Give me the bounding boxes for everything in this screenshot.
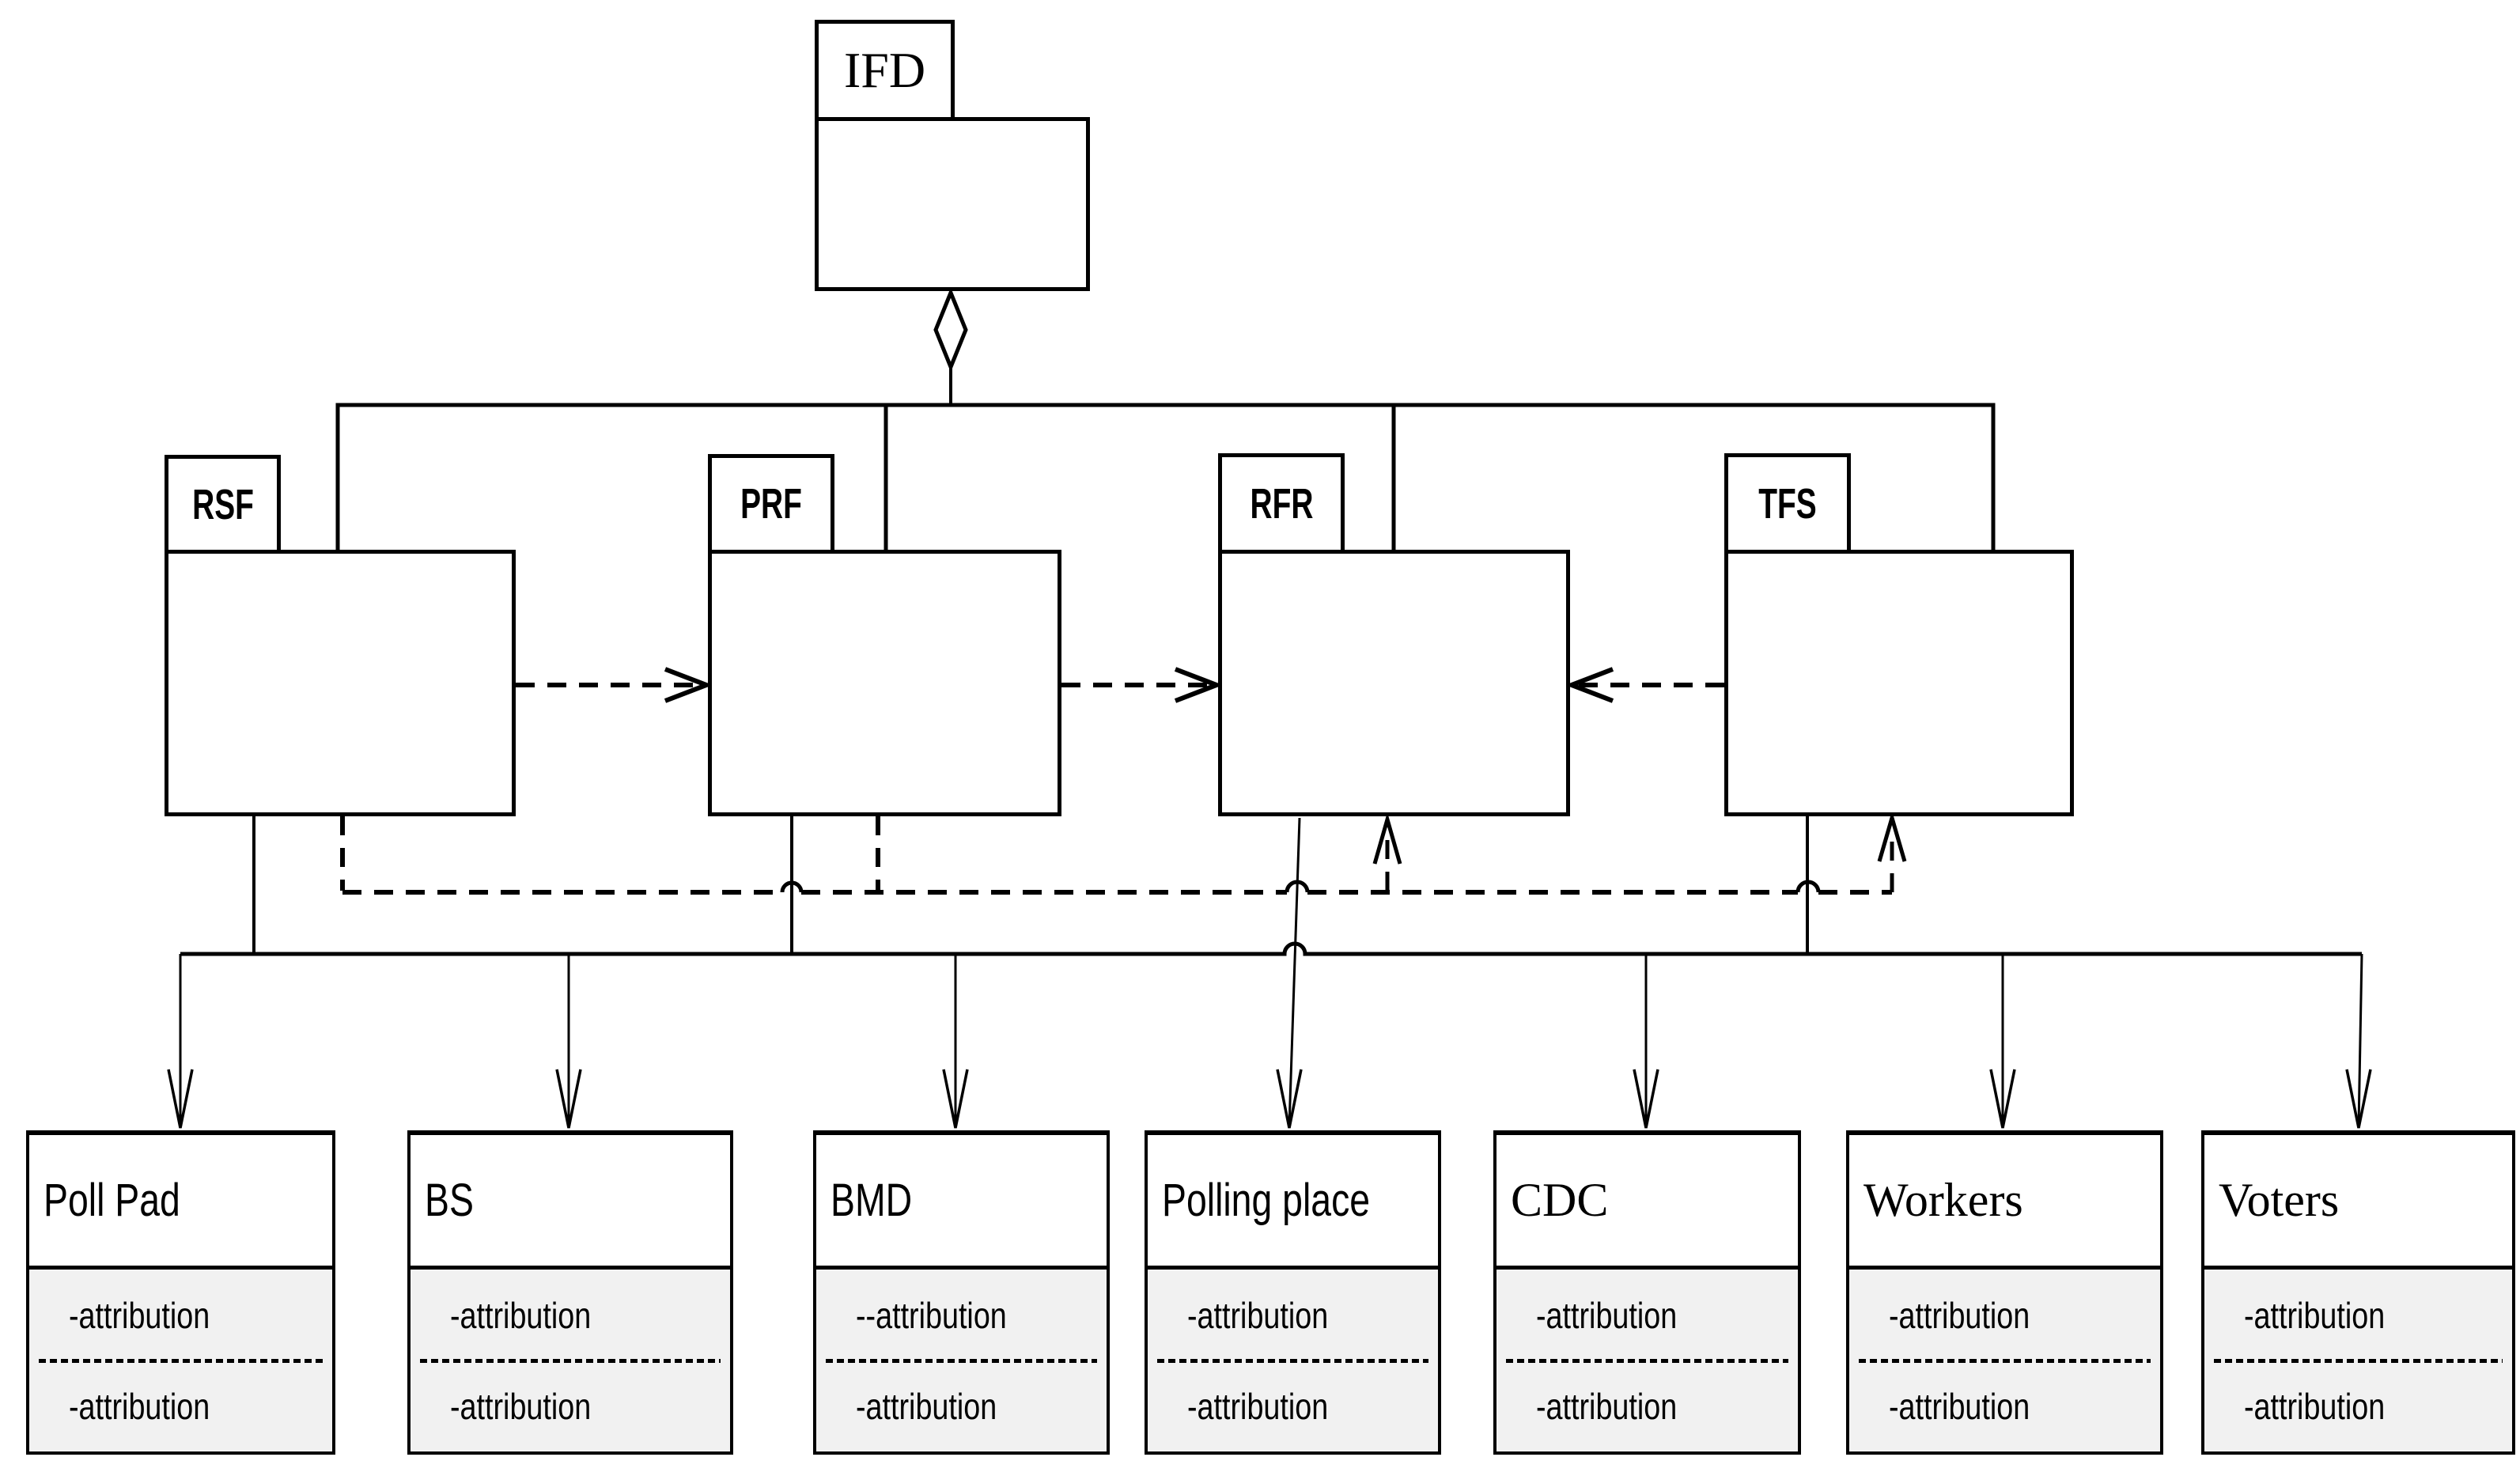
- package-rfr-body: [1218, 550, 1570, 816]
- attribute-row: -attribution: [1536, 1385, 1678, 1427]
- attribute-row: -attribution: [2244, 1385, 2386, 1427]
- package-rsf-body: [165, 550, 516, 816]
- attribute-row: -attribution: [1536, 1294, 1678, 1336]
- package-rsf-tab: RSF: [165, 455, 281, 550]
- package-rsf-label: RSF: [191, 480, 254, 528]
- class-voters: Voters -attribution -attribution: [2201, 1130, 2515, 1455]
- class-bmd-title: BMD: [816, 1135, 1107, 1270]
- attribute-row: -attribution: [69, 1385, 210, 1427]
- class-poll-pad: Poll Pad -attribution -attribution: [26, 1130, 335, 1455]
- package-tfs-body: [1724, 550, 2074, 816]
- attribute-row: -attribution: [1889, 1294, 2030, 1336]
- arrowhead-bs: [555, 1069, 582, 1129]
- attribute-row: -attribution: [1187, 1294, 1329, 1336]
- arrowhead-tfs-bottom: [1877, 811, 1907, 862]
- arrowhead-polling-place: [1276, 1069, 1303, 1129]
- attribute-row: -attribution: [856, 1385, 997, 1427]
- class-poll-pad-title: Poll Pad: [29, 1135, 332, 1270]
- class-cdc-attributes: -attribution -attribution: [1496, 1270, 1798, 1451]
- class-voters-title: Voters: [2204, 1135, 2512, 1270]
- class-bs: BS -attribution -attribution: [407, 1130, 733, 1455]
- class-voters-attributes: -attribution -attribution: [2204, 1270, 2512, 1451]
- aggregation-diamond-icon: [933, 287, 968, 373]
- class-workers-title: Workers: [1849, 1135, 2160, 1270]
- arrowhead-cdc: [1633, 1069, 1659, 1129]
- package-prf-tab: PRF: [708, 454, 834, 550]
- attribute-divider: [2214, 1359, 2503, 1363]
- class-cdc-title: CDC: [1496, 1135, 1798, 1270]
- arrowhead-workers: [1989, 1069, 2016, 1129]
- attribute-row: --attribution: [856, 1294, 1007, 1336]
- upper-bus-line: [335, 403, 1996, 551]
- package-prf-body: [708, 550, 1061, 816]
- package-ifd-label: IFD: [843, 42, 926, 98]
- package-rfr-tab: RFR: [1218, 453, 1345, 550]
- attribute-row: -attribution: [69, 1294, 210, 1336]
- class-poll-pad-attributes: -attribution -attribution: [29, 1270, 332, 1451]
- attribute-divider: [1506, 1359, 1788, 1363]
- arrowhead-bmd: [942, 1069, 969, 1129]
- arrowhead-voters: [2345, 1069, 2372, 1129]
- attribute-divider: [1859, 1359, 2151, 1363]
- attribute-divider: [1157, 1359, 1428, 1363]
- attribute-row: -attribution: [2244, 1294, 2386, 1336]
- package-ifd-body: [815, 117, 1090, 291]
- package-ifd-tab: IFD: [815, 20, 955, 117]
- arrowhead-rfr-bottom: [1372, 812, 1402, 865]
- arrowhead-poll-pad: [167, 1069, 194, 1129]
- class-polling-place-attributes: -attribution -attribution: [1148, 1270, 1438, 1451]
- arrowhead-into-rfr-right: [1565, 667, 1614, 703]
- class-bs-attributes: -attribution -attribution: [411, 1270, 730, 1451]
- class-bs-title: BS: [411, 1135, 730, 1270]
- class-bmd: BMD --attribution -attribution: [813, 1130, 1110, 1455]
- arrowhead-into-prf: [664, 667, 713, 703]
- class-bmd-attributes: --attribution -attribution: [816, 1270, 1107, 1451]
- attribute-divider: [420, 1359, 721, 1363]
- lower-bus-line: [180, 941, 2362, 956]
- package-rfr-label: RFR: [1250, 479, 1313, 528]
- attribute-row: -attribution: [1889, 1385, 2030, 1427]
- package-prf-label: PRF: [740, 480, 802, 528]
- attribute-row: -attribution: [450, 1385, 592, 1427]
- attribute-row: -attribution: [450, 1294, 592, 1336]
- class-workers-attributes: -attribution -attribution: [1849, 1270, 2160, 1451]
- class-cdc: CDC -attribution -attribution: [1493, 1130, 1801, 1455]
- rail-hop-arcs: [780, 880, 1821, 893]
- class-polling-place: Polling place -attribution -attribution: [1145, 1130, 1441, 1455]
- rfr-to-polling-place-line: [1288, 817, 1301, 1126]
- class-workers: Workers -attribution -attribution: [1846, 1130, 2163, 1455]
- class-polling-place-title: Polling place: [1148, 1135, 1438, 1270]
- package-tfs-label: TFS: [1758, 479, 1817, 528]
- attribute-divider: [39, 1359, 323, 1363]
- arrowhead-into-rfr-left: [1174, 667, 1224, 703]
- bus-drop-voters: [2357, 953, 2363, 1127]
- package-tfs-tab: TFS: [1724, 453, 1851, 550]
- attribute-divider: [826, 1359, 1097, 1363]
- attribute-row: -attribution: [1187, 1385, 1329, 1427]
